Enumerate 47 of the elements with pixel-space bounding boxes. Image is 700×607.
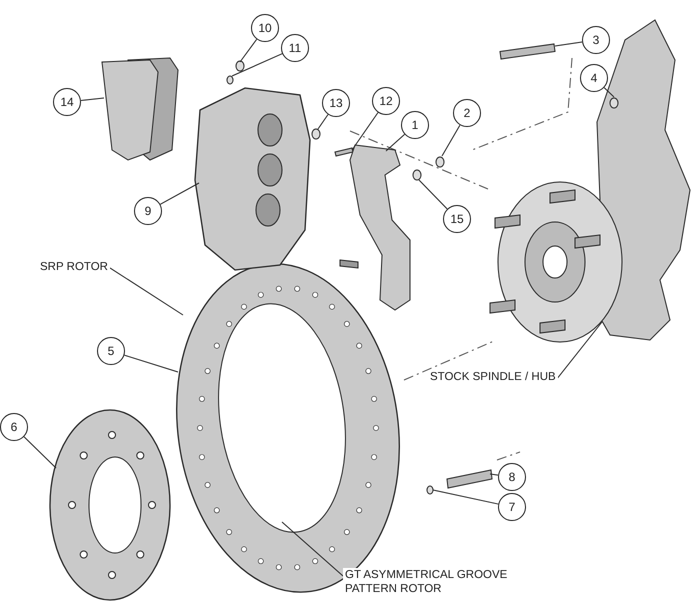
leader-line [557, 322, 602, 378]
leader-line [318, 114, 329, 130]
rotor-hat-drawing [49, 409, 171, 601]
callout-number: 14 [53, 88, 81, 116]
washer-icon [426, 486, 434, 494]
spindle-hub-drawing [490, 19, 691, 342]
bolt-icon [446, 469, 493, 489]
leader-line [604, 87, 614, 98]
callout-number: 12 [372, 87, 400, 115]
leader-line [124, 354, 178, 372]
leader-line [554, 42, 583, 46]
washer-icon [436, 156, 444, 168]
callout-number: 13 [322, 89, 350, 117]
callout-number: 8 [498, 463, 526, 491]
leader-line [432, 490, 499, 505]
bracket-drawing [340, 144, 410, 311]
callout-number: 9 [134, 197, 162, 225]
part-label: SRP ROTOR [40, 261, 108, 275]
leader-line [352, 112, 379, 150]
leader-line [442, 124, 460, 156]
part-label: GT ASYMMETRICAL GROOVE PATTERN ROTOR [345, 569, 508, 597]
leader-line [160, 182, 200, 205]
leader-line [240, 38, 258, 62]
callout-number: 2 [453, 99, 481, 127]
leader-line [109, 267, 184, 316]
brake-pads-drawing [101, 57, 179, 161]
washer-icon [312, 128, 320, 140]
leader-line [80, 98, 104, 101]
callout-number: 6 [0, 413, 28, 441]
callout-number: 11 [281, 34, 309, 62]
washer-icon [412, 170, 422, 180]
callout-number: 10 [251, 14, 279, 42]
leader-line [282, 522, 344, 576]
washer-icon [226, 76, 234, 84]
bolt-icon [334, 147, 354, 157]
callout-number: 5 [97, 337, 125, 365]
nut-icon [236, 60, 244, 72]
leader-line [232, 53, 283, 76]
leader-line [418, 180, 448, 210]
leader-line [386, 134, 406, 152]
caliper-drawing [194, 87, 311, 271]
leader-line [490, 474, 499, 476]
leader-line [24, 436, 56, 468]
callout-number: 7 [498, 493, 526, 521]
part-label: STOCK SPINDLE / HUB [430, 371, 556, 385]
callout-number: 15 [443, 205, 471, 233]
callout-number: 1 [401, 111, 429, 139]
